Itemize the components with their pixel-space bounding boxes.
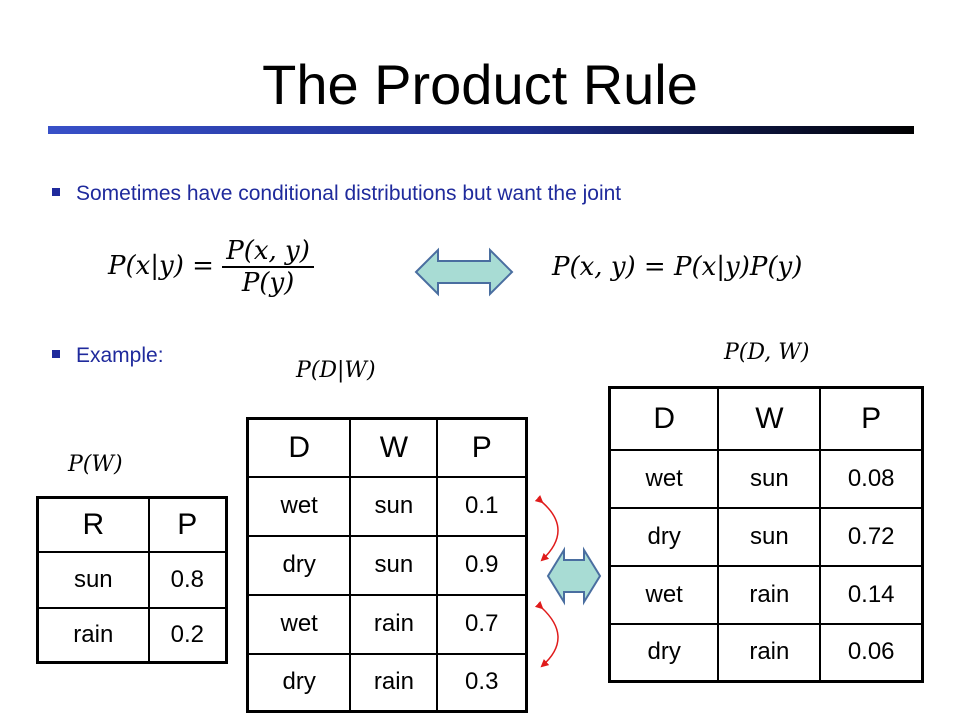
table-row: sun 0.8 <box>36 550 228 609</box>
table-cell: 0.72 <box>819 506 924 567</box>
table-cell: rain <box>349 652 439 713</box>
bullet-1-text: Sometimes have conditional distributions… <box>76 182 622 205</box>
column-header: P <box>147 496 228 553</box>
table-cell: sun <box>717 506 822 567</box>
table-cell: 0.8 <box>147 550 228 609</box>
table-cell: 0.08 <box>819 448 924 509</box>
table-cell: wet <box>246 593 352 655</box>
fraction-numerator: P(x, y) <box>222 236 314 268</box>
header-row: D W P <box>608 386 924 451</box>
title-underline <box>48 126 914 134</box>
column-header: W <box>349 417 439 478</box>
table-row: wet rain 0.7 <box>246 593 528 655</box>
column-header: D <box>608 386 720 451</box>
header-row: D W P <box>246 417 528 478</box>
bullet-marker <box>52 350 60 359</box>
table-row: rain 0.2 <box>36 606 228 664</box>
column-header: D <box>246 417 352 478</box>
table-cell: sun <box>349 534 439 596</box>
table-row: wet sun 0.08 <box>608 448 924 509</box>
table-row: dry rain 0.06 <box>608 622 924 683</box>
fraction: P(x, y) P(y) <box>222 236 314 298</box>
header-row: R P <box>36 496 228 553</box>
table-row: dry sun 0.72 <box>608 506 924 567</box>
table-row: wet sun 0.1 <box>246 475 528 537</box>
product-rule-formula: P(x, y) = P(x|y)P(y) <box>552 252 803 282</box>
curved-arrows-icon <box>534 495 559 668</box>
table-cell: 0.2 <box>147 606 228 664</box>
conditional-lhs: P(x|y) = <box>108 251 214 281</box>
bullet-marker <box>52 188 60 197</box>
table-cell: sun <box>717 448 822 509</box>
column-header: P <box>819 386 924 451</box>
table-row: wet rain 0.14 <box>608 564 924 625</box>
table-cell: wet <box>608 564 720 625</box>
column-header: P <box>436 417 528 478</box>
column-header: W <box>717 386 822 451</box>
table-cell: dry <box>246 534 352 596</box>
table-p-w: R P sun 0.8 rain 0.2 <box>36 496 228 664</box>
table-cell: rain <box>36 606 150 664</box>
fraction-denominator: P(y) <box>241 268 295 298</box>
vertical-double-arrow-icon <box>546 546 602 606</box>
column-header: R <box>36 496 150 553</box>
bullet-2: Example: <box>52 344 164 368</box>
table-cell: sun <box>349 475 439 537</box>
label-p-d-given-w: P(D|W) <box>296 358 376 383</box>
table-cell: 0.1 <box>436 475 528 537</box>
table-cell: 0.7 <box>436 593 528 655</box>
bullet-1: Sometimes have conditional distributions… <box>52 182 621 206</box>
bullet-2-text: Example: <box>76 344 164 367</box>
table-cell: dry <box>608 506 720 567</box>
table-row: dry sun 0.9 <box>246 534 528 596</box>
label-p-w: P(W) <box>68 452 123 477</box>
table-cell: rain <box>717 564 822 625</box>
curved-arrow-icon <box>534 495 559 562</box>
table-p-d-given-w: D W P wet sun 0.1 dry sun 0.9 wet rain 0… <box>246 417 528 713</box>
table-cell: wet <box>246 475 352 537</box>
label-p-d-w: P(D, W) <box>724 340 810 365</box>
table-cell: wet <box>608 448 720 509</box>
double-headed-arrow-icon <box>414 247 514 297</box>
table-cell: dry <box>608 622 720 683</box>
slide-title: The Product Rule <box>262 53 698 116</box>
table-cell: dry <box>246 652 352 713</box>
curved-arrow-icon <box>534 600 559 668</box>
conditional-formula: P(x|y) = P(x, y) P(y) <box>108 236 314 298</box>
table-cell: rain <box>717 622 822 683</box>
table-row: dry rain 0.3 <box>246 652 528 713</box>
table-p-d-w: D W P wet sun 0.08 dry sun 0.72 wet rain… <box>608 386 924 683</box>
table-cell: 0.3 <box>436 652 528 713</box>
table-cell: 0.14 <box>819 564 924 625</box>
table-cell: sun <box>36 550 150 609</box>
table-cell: rain <box>349 593 439 655</box>
table-cell: 0.06 <box>819 622 924 683</box>
table-cell: 0.9 <box>436 534 528 596</box>
